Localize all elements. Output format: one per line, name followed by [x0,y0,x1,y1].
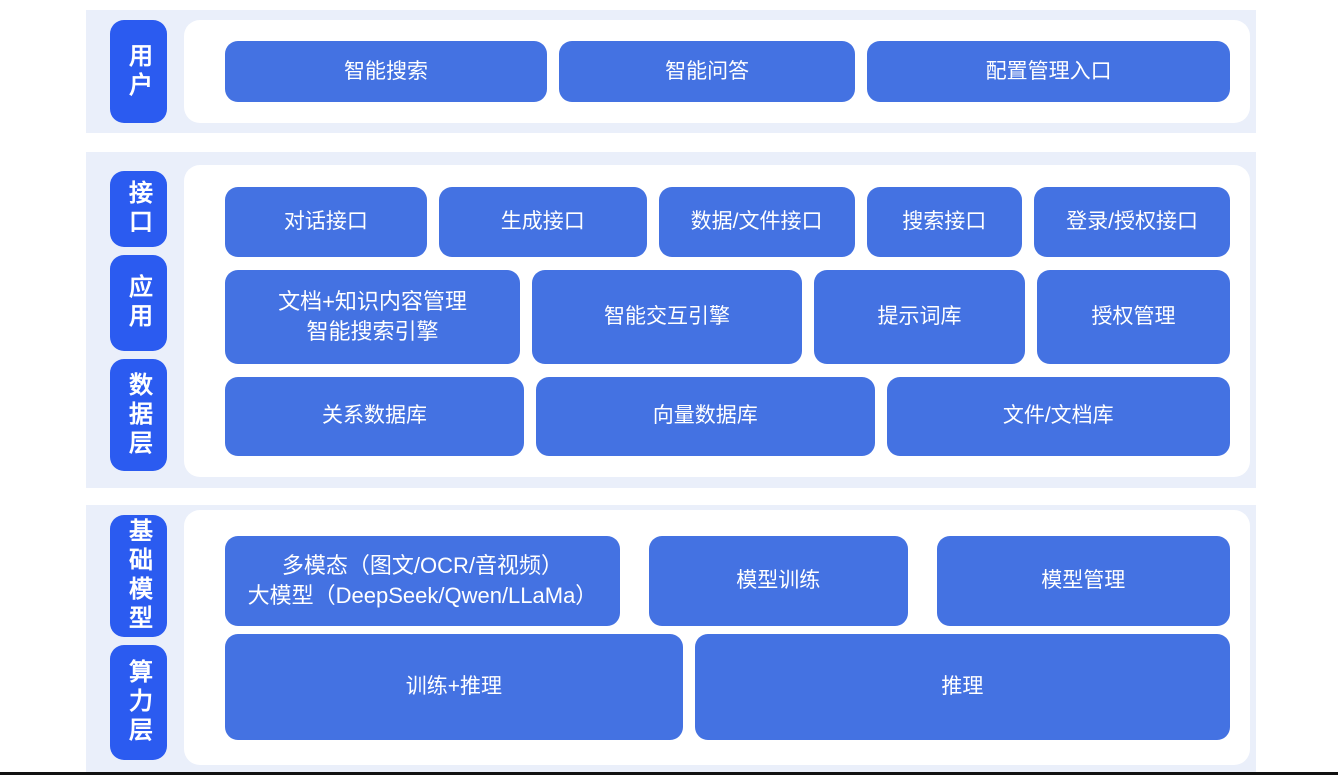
user-layer-band: 用户 智能搜索 智能问答 配置管理入口 [86,10,1256,133]
box-label-line1: 多模态（图文/OCR/音视频） [281,552,564,578]
pill-user-layer: 用户 [109,20,167,123]
pill-data-layer: 数据层 [109,359,167,471]
compute-row: 训练+推理 推理 [225,633,1230,740]
middle-layers-pill-column: 接口 应用 数据层 [92,165,184,477]
foundation-layers-panel: 多模态（图文/OCR/音视频） 大模型（DeepSeek/Qwen/LLaMa）… [184,510,1250,765]
box-label: 智能搜索 [344,59,429,83]
box-generation-api: 生成接口 [438,186,647,257]
box-login-auth-api: 登录/授权接口 [1034,186,1230,257]
box-label: 登录/授权接口 [1066,209,1198,233]
middle-layers-panel: 对话接口 生成接口 数据/文件接口 搜索接口 登录/授权接口 文档+知识内容管理 [184,165,1250,477]
data-layer-row: 关系数据库 向量数据库 文件/文档库 [225,376,1230,456]
box-smart-search: 智能搜索 [225,41,548,102]
pill-foundation-model-layer: 基础模型 [109,515,167,637]
box-data-file-api: 数据/文件接口 [658,186,855,257]
box-label: 智能交互引擎 [604,304,730,328]
user-apps-row: 智能搜索 智能问答 配置管理入口 [225,41,1230,102]
box-label: 授权管理 [1091,304,1176,328]
box-label: 搜索接口 [902,209,987,233]
pill-application-layer: 应用 [109,255,167,351]
box-prompt-library: 提示词库 [814,269,1025,364]
box-file-document-store: 文件/文档库 [886,376,1230,456]
box-smart-qa: 智能问答 [559,41,856,102]
user-layer-panel: 智能搜索 智能问答 配置管理入口 [184,20,1250,123]
box-relational-database: 关系数据库 [225,376,524,456]
foundation-layers-band: 基础模型 算力层 多模态（图文/OCR/音视频） 大模型（DeepSeek/Qw… [86,505,1256,772]
box-label: 文件/文档库 [1002,404,1114,427]
architecture-diagram: 用户 智能搜索 智能问答 配置管理入口 接口 应用 数据层 [86,0,1256,772]
box-label-line2: 大模型（DeepSeek/Qwen/LLaMa） [247,582,598,608]
box-intelligent-interaction-engine: 智能交互引擎 [532,269,802,364]
box-config-management-entry: 配置管理入口 [867,41,1230,102]
box-inference: 推理 [694,633,1230,740]
box-label: 关系数据库 [321,404,427,427]
box-model-management: 模型管理 [936,535,1231,626]
foundation-layers-pill-column: 基础模型 算力层 [92,510,184,765]
box-label: 生成接口 [500,209,585,233]
box-vector-database: 向量数据库 [535,376,875,456]
box-authorization-management: 授权管理 [1037,269,1230,364]
box-label: 向量数据库 [652,404,758,427]
user-layer-pill-column: 用户 [92,20,184,123]
box-model-training: 模型训练 [648,535,908,626]
box-label-line1: 文档+知识内容管理 [278,288,467,314]
box-label: 数据/文件接口 [690,209,823,233]
interface-row: 对话接口 生成接口 数据/文件接口 搜索接口 登录/授权接口 [225,186,1230,257]
bottom-border-line [0,772,1338,775]
box-label: 推理 [941,674,984,698]
box-dialog-api: 对话接口 [225,186,427,257]
box-multimodal-large-model: 多模态（图文/OCR/音视频） 大模型（DeepSeek/Qwen/LLaMa） [225,535,620,626]
box-label: 模型训练 [736,568,821,592]
box-label-line2: 智能搜索引擎 [306,318,439,344]
application-row: 文档+知识内容管理 智能搜索引擎 智能交互引擎 提示词库 授权管理 [225,269,1230,364]
box-training-plus-inference: 训练+推理 [225,633,683,740]
box-label: 对话接口 [283,209,368,233]
box-label: 模型管理 [1041,568,1126,592]
box-doc-knowledge-search-engine: 文档+知识内容管理 智能搜索引擎 [225,269,520,364]
pill-compute-layer: 算力层 [109,645,167,760]
box-label: 训练+推理 [405,674,503,698]
pill-interface-layer: 接口 [109,171,167,247]
box-search-api: 搜索接口 [866,186,1023,257]
box-label: 配置管理入口 [985,59,1112,83]
model-row: 多模态（图文/OCR/音视频） 大模型（DeepSeek/Qwen/LLaMa）… [225,535,1231,626]
box-label: 提示词库 [877,304,962,328]
middle-layers-band: 接口 应用 数据层 对话接口 生成接口 数据/文件接口 搜索接口 登录/授权接口 [86,152,1256,488]
box-label: 智能问答 [665,59,750,83]
